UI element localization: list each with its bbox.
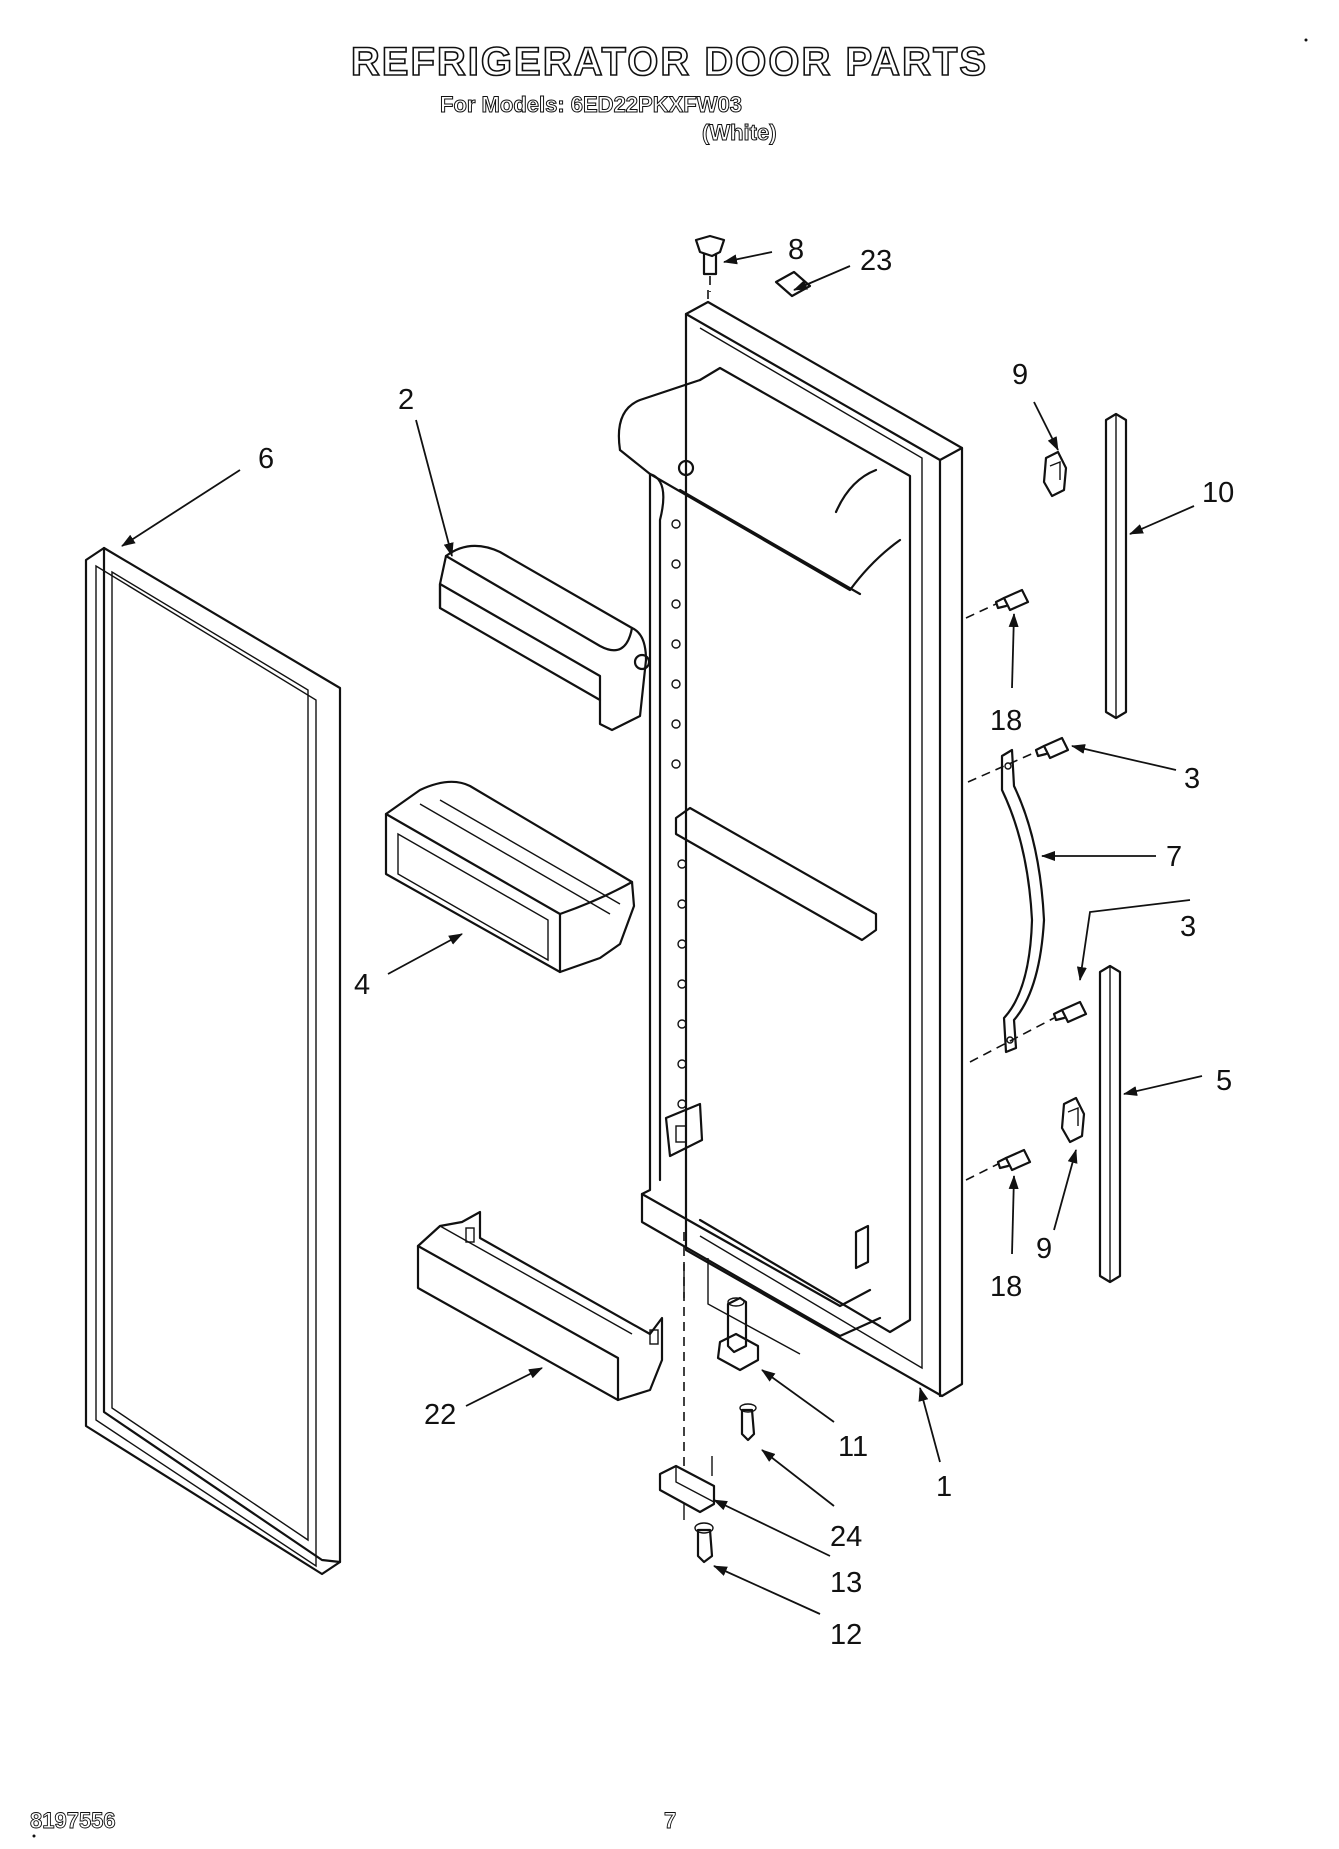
callout-1: 1 [936,1471,952,1503]
callout-13: 13 [830,1567,862,1599]
callout-7: 7 [1166,841,1182,873]
document-number: 8197556 [30,1808,117,1834]
bracket-screw-part [694,1522,714,1564]
callout-6: 6 [258,443,274,475]
screw-3-lower [969,1000,1088,1063]
callout-2: 2 [398,384,414,416]
page-title: REFRIGERATOR DOOR PARTS [350,39,989,85]
lower-trim-strip-part [1098,964,1122,1284]
callout-5: 5 [1216,1065,1232,1097]
callout-12: 12 [830,1619,862,1651]
shelf-hole-column [671,519,687,1109]
callout-24: 24 [830,1521,862,1553]
callout-9-upper: 9 [1012,359,1028,391]
callout-23: 23 [860,245,892,277]
callout-9-lower: 9 [1036,1233,1052,1265]
color-line: (White) [702,120,778,146]
upper-trim-strip-part [1104,412,1128,720]
door-assembly-part [617,290,964,1398]
lower-door-bin-part [416,1210,664,1402]
rating-label-part [774,270,812,298]
upper-door-bin-part [438,544,651,732]
callout-18-upper: 18 [990,705,1022,737]
trim-clip-upper-part [1042,450,1068,498]
hinge-plug-part [694,234,726,292]
door-gasket-part [84,546,342,1576]
trim-clip-lower-part [1060,1096,1086,1144]
screw-18-upper [965,588,1030,619]
hinge-screw-part [739,1403,757,1442]
models-line: For Models: 6ED22PKXFW03 [440,92,743,118]
lower-hinge-part [716,1296,760,1372]
screw-18-lower [965,1148,1032,1181]
page-number: 7 [664,1808,677,1834]
door-handle-part [1000,748,1046,1054]
screw-3-upper [967,736,1070,783]
callout-4: 4 [354,969,370,1001]
callout-22: 22 [424,1399,456,1431]
callout-8: 8 [788,234,804,266]
callout-3-lower: 3 [1180,911,1196,943]
callout-10: 10 [1202,477,1234,509]
callout-3-upper: 3 [1184,763,1200,795]
callout-18-lower: 18 [990,1271,1022,1303]
middle-door-bin-part [384,780,636,974]
callout-labels: 8 23 2 6 9 10 18 3 7 3 4 5 9 18 22 11 1 … [258,234,1234,1651]
callout-arrows [121,251,1203,1615]
callout-11: 11 [838,1431,868,1463]
hinge-bracket-part [658,1232,716,1520]
